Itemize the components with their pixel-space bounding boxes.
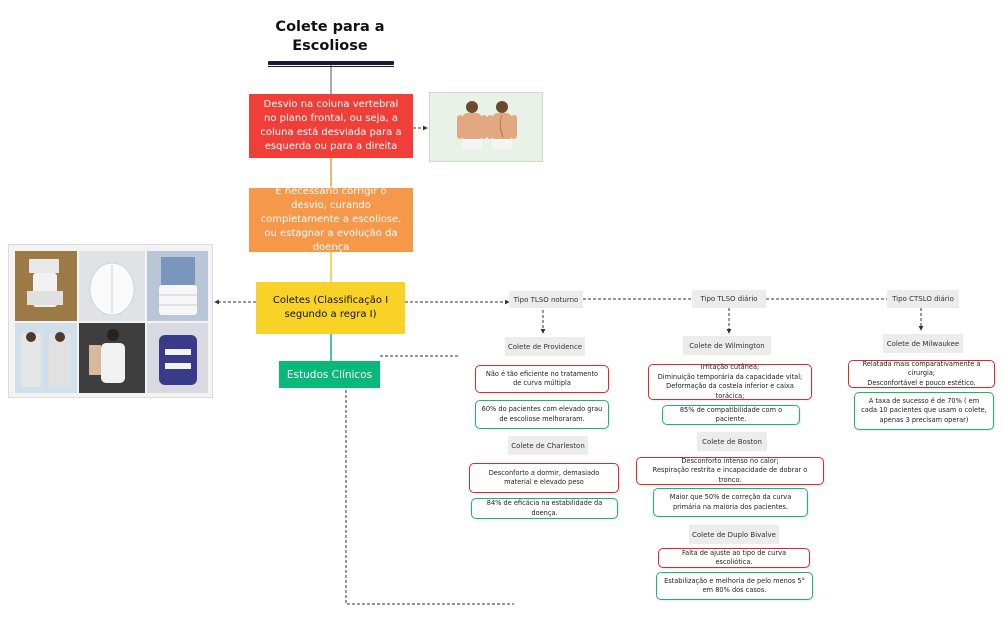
tipo-ctslo-diario: Tipo CTSLO diário: [887, 290, 959, 308]
boston-negative-line-1: Desconforto intenso no calor;: [681, 456, 779, 465]
tipo-tlso-noturno: Tipo TLSO noturno: [509, 291, 583, 308]
boston-negative-line-2: Respiração restrita e incapacidade de do…: [652, 466, 808, 484]
brace-photo-collage: [8, 244, 213, 398]
wilmington-positive: 85% de compatibilidade com o paciente.: [662, 405, 800, 425]
tipo-tlso-diario-label: Tipo TLSO diário: [700, 295, 758, 303]
boston-positive-text: Maior que 50% de correção da curva primá…: [669, 493, 792, 511]
duplo-bivalve-negative: Falta de ajuste ao tipo de curva escolió…: [658, 548, 810, 568]
charleston-positive: 84% de eficácia na estabilidade da doenç…: [471, 498, 618, 519]
title-line-2: Escoliose: [292, 38, 368, 54]
corrigir-text: É necessário corrigir o desvio, curando …: [260, 186, 402, 253]
title-line-1: Colete para a: [275, 19, 385, 35]
estudos-clinicos-box: Estudos Clínicos: [279, 361, 380, 388]
colete-charleston-label: Colete de Charleston: [511, 441, 585, 450]
colete-milwaukee: Colete de Milwaukee: [883, 334, 963, 353]
colete-boston-label: Colete de Boston: [702, 437, 762, 446]
providence-positive: 60% do pacientes com elevado grau de esc…: [475, 400, 609, 429]
wilmington-negative-line-3: Deformação da costela inferior e caixa t…: [666, 382, 794, 400]
desvio-box: Desvio na coluna vertebral no plano fron…: [249, 94, 413, 158]
colete-duplo-bivalve-label: Colete de Duplo Bivalve: [692, 530, 776, 539]
corrigir-box: É necessário corrigir o desvio, curando …: [249, 186, 413, 253]
wilmington-positive-text: 85% de compatibilidade com o paciente.: [679, 405, 783, 424]
colete-providence: Colete de Providence: [505, 337, 585, 356]
boston-positive: Maior que 50% de correção da curva primá…: [653, 488, 808, 517]
colete-milwaukee-label: Colete de Milwaukee: [886, 339, 960, 348]
providence-negative: Não é tão eficiente no tratamento de cur…: [475, 365, 609, 393]
page-title: Colete para a Escoliose: [265, 18, 395, 56]
colete-wilmington-label: Colete de Wilmington: [689, 341, 765, 350]
desvio-text: Desvio na coluna vertebral no plano fron…: [260, 99, 402, 152]
charleston-positive-text: 84% de eficácia na estabilidade da doenç…: [486, 499, 603, 517]
title-underline-thin: [268, 66, 394, 67]
tipo-tlso-noturno-label: Tipo TLSO noturno: [513, 295, 579, 304]
charleston-negative-text: Desconforto a dormir, demasiado material…: [488, 468, 600, 487]
scoliosis-back-photo: [429, 92, 543, 162]
title-underline: [268, 61, 394, 65]
duplo-bivalve-positive-text: Estabilização e melhoria de pelo menos 5…: [664, 576, 805, 595]
milwaukee-positive: A taxa de sucesso é de 70% ( em cada 10 …: [854, 392, 994, 430]
providence-negative-text: Não é tão eficiente no tratamento de cur…: [485, 369, 599, 388]
colete-providence-label: Colete de Providence: [507, 342, 583, 351]
tipo-tlso-diario: Tipo TLSO diário: [692, 290, 766, 308]
colete-wilmington: Colete de Wilmington: [683, 336, 771, 355]
wilmington-negative: Irritação cutânea; Diminuição temporária…: [648, 363, 812, 400]
milwaukee-positive-text: A taxa de sucesso é de 70% ( em cada 10 …: [861, 396, 987, 424]
coletes-text: Coletes (Classificação I segundo a regra…: [272, 295, 389, 320]
boston-negative: Desconforto intenso no calor; Respiração…: [636, 457, 824, 485]
colete-boston: Colete de Boston: [697, 432, 767, 451]
duplo-bivalve-negative-text: Falta de ajuste ao tipo de curva escolió…: [681, 548, 787, 567]
charleston-negative: Desconforto a dormir, demasiado material…: [469, 463, 619, 493]
colete-duplo-bivalve: Colete de Duplo Bivalve: [689, 525, 779, 544]
tipo-ctslo-diario-label: Tipo CTSLO diário: [892, 295, 954, 303]
wilmington-negative-line-2: Diminuição temporária da capacidade vita…: [657, 372, 803, 381]
milwaukee-negative-line-2: Desconfortável e pouco estético.: [867, 378, 976, 387]
wilmington-negative-line-1: Irritação cutânea;: [700, 363, 760, 371]
coletes-box: Coletes (Classificação I segundo a regra…: [256, 282, 405, 334]
milwaukee-negative-line-1: Relatada mais comparativamente à cirurgi…: [862, 359, 981, 378]
colete-charleston: Colete de Charleston: [508, 436, 588, 455]
providence-positive-text: 60% do pacientes com elevado grau de esc…: [481, 405, 603, 423]
estudos-bottom-line: [345, 380, 514, 605]
milwaukee-negative: Relatada mais comparativamente à cirurgi…: [848, 360, 995, 388]
duplo-bivalve-positive: Estabilização e melhoria de pelo menos 5…: [656, 572, 813, 600]
estudos-text: Estudos Clínicos: [286, 368, 373, 381]
